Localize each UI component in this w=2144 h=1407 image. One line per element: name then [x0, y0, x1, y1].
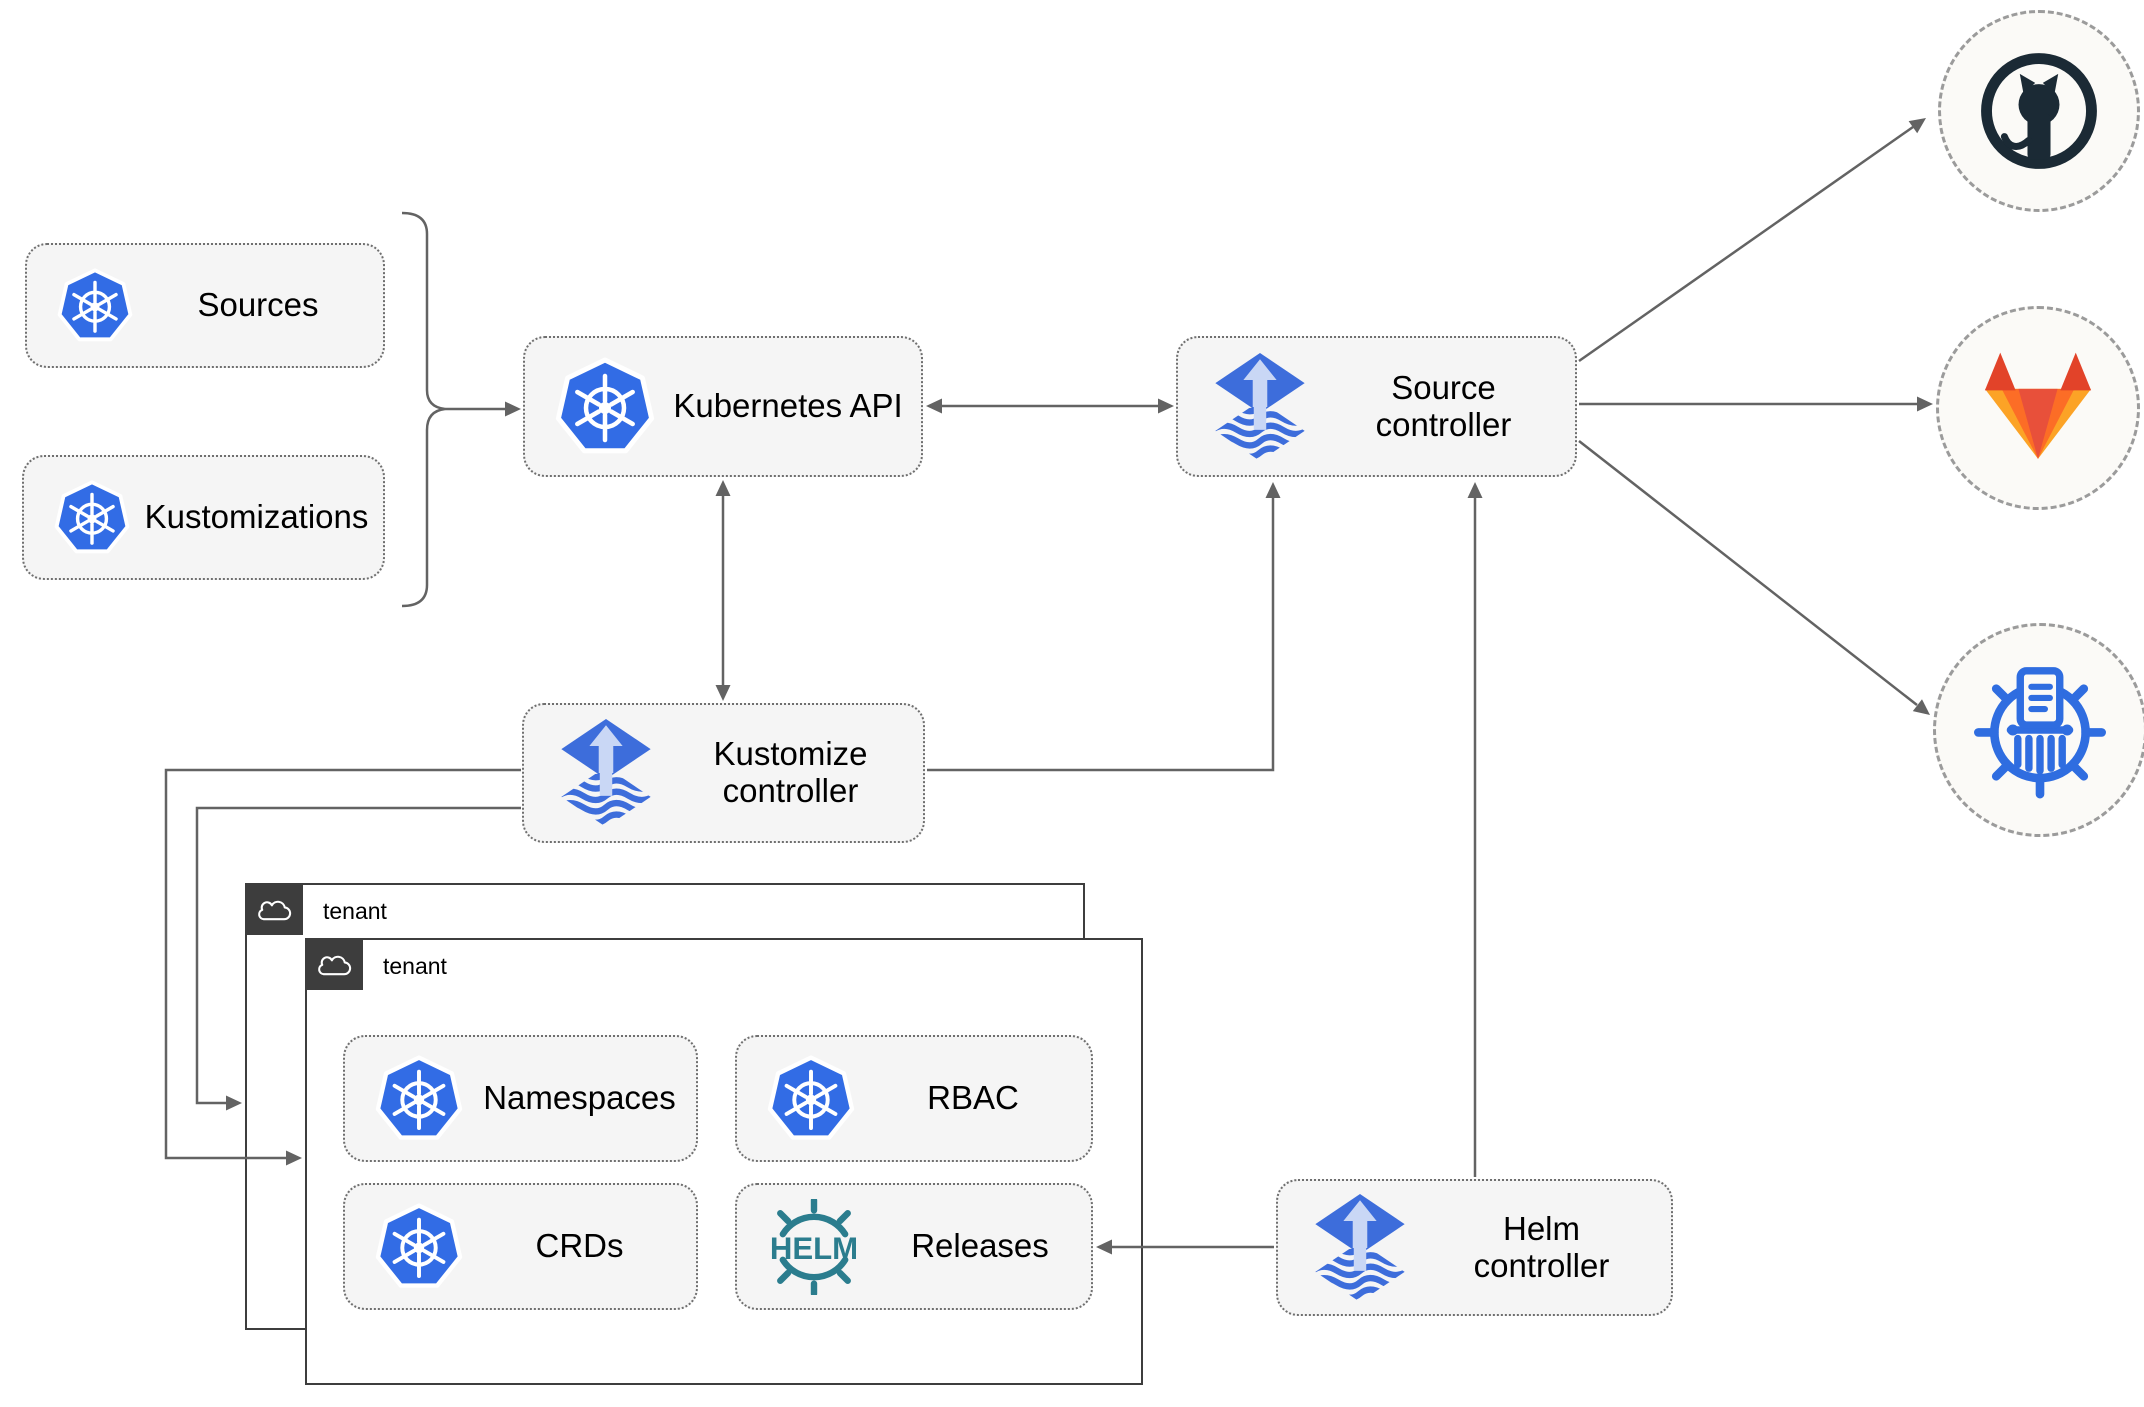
- node-helm-controller: Helm controller: [1276, 1179, 1673, 1316]
- edge-kustomizectrl-sourcectrl: [927, 498, 1273, 770]
- remote-github: [1938, 10, 2140, 212]
- node-releases: HELM Releases: [735, 1183, 1093, 1310]
- flux-icon: [1208, 353, 1312, 461]
- kubernetes-icon: [767, 1055, 855, 1143]
- chartmuseum-wheel-icon: [1966, 656, 2114, 804]
- node-kubernetes-api-label: Kubernetes API: [673, 387, 903, 425]
- kubernetes-icon: [375, 1055, 463, 1143]
- edge-sourcectrl-chartrepo: [1579, 441, 1917, 705]
- cloud-icon: [256, 897, 292, 922]
- kubernetes-icon: [57, 268, 133, 344]
- remote-gitlab: [1936, 306, 2140, 510]
- tenant-back-label: tenant: [323, 898, 387, 924]
- node-sources: Sources: [25, 243, 385, 368]
- edge-brace: [402, 213, 445, 606]
- node-rbac: RBAC: [735, 1035, 1093, 1162]
- edge-sourcectrl-github: [1579, 127, 1913, 361]
- helm-icon: HELM: [759, 1198, 869, 1295]
- node-kustomize-controller: Kustomize controller: [522, 703, 925, 843]
- github-octocat-icon: [1975, 47, 2103, 175]
- node-source-controller-label: Source controller: [1375, 368, 1512, 443]
- helm-wordmark: HELM: [770, 1230, 858, 1265]
- flux-icon: [554, 719, 658, 827]
- gitlab-tanuki-icon: [1968, 347, 2108, 470]
- node-namespaces-label: Namespaces: [483, 1079, 676, 1117]
- node-kubernetes-api: Kubernetes API: [523, 336, 923, 477]
- node-crds-label: CRDs: [535, 1227, 624, 1265]
- kubernetes-icon: [54, 480, 130, 556]
- node-kustomize-controller-label: Kustomize controller: [713, 735, 868, 809]
- remote-chart-repository: [1933, 623, 2144, 837]
- tenant-back-tab: [245, 883, 303, 935]
- node-helm-controller-label: Helm controller: [1473, 1209, 1610, 1284]
- node-kustomizations: Kustomizations: [22, 455, 385, 580]
- node-releases-label: Releases: [911, 1227, 1049, 1265]
- tenant-front-label: tenant: [383, 953, 447, 979]
- node-sources-label: Sources: [197, 286, 319, 324]
- tenant-front-tab: [305, 938, 363, 990]
- flux-icon: [1308, 1194, 1412, 1302]
- node-kustomizations-label: Kustomizations: [144, 498, 369, 536]
- kubernetes-icon: [375, 1203, 463, 1291]
- kubernetes-icon: [555, 357, 655, 457]
- node-crds: CRDs: [343, 1183, 698, 1310]
- cloud-icon: [316, 952, 352, 977]
- node-rbac-label: RBAC: [927, 1079, 1019, 1117]
- node-source-controller: Source controller: [1176, 336, 1577, 477]
- node-namespaces: Namespaces: [343, 1035, 698, 1162]
